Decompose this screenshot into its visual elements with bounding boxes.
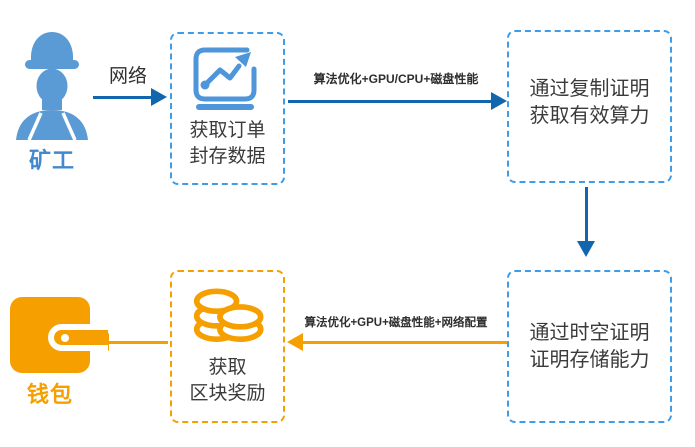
porep-box: 通过复制证明 获取有效算力 (507, 30, 672, 183)
miner-label: 矿工 (28, 148, 75, 173)
post-label-line1: 通过时空证明 (529, 321, 650, 344)
wallet-icon (10, 297, 108, 373)
post-to-reward-arrow-line (302, 341, 507, 344)
wallet-button-dot (61, 333, 69, 342)
orders-to-porep-edge-label: 算法优化+GPU/CPU+磁盘性能 (313, 72, 479, 86)
orders-to-porep-arrow-head-icon (491, 92, 507, 110)
reward-label-line2: 区块奖励 (189, 383, 266, 404)
network-edge-label: 网络 (108, 66, 147, 87)
reward-box: 获取 区块奖励 (170, 270, 285, 423)
porep-to-post-arrow-head-icon (577, 241, 595, 257)
wallet-slot-inner (54, 330, 108, 345)
wallet-label: 钱包 (26, 382, 73, 407)
post-label-line2: 证明存储能力 (529, 348, 650, 371)
coins-icon (193, 288, 264, 342)
line-chart-icon (193, 47, 256, 110)
post-box: 通过时空证明 证明存储能力 (507, 270, 672, 423)
orders-label-line1: 获取订单 (189, 120, 266, 141)
porep-label-line1: 通过复制证明 (529, 78, 650, 100)
porep-to-post-arrow-line (585, 187, 588, 241)
network-arrow-head-icon (151, 88, 167, 106)
orders-box: 获取订单 封存数据 (170, 32, 285, 185)
post-to-reward-arrow-head-icon (287, 333, 303, 351)
post-to-reward-edge-label: 算法优化+GPU+磁盘性能+网络配置 (304, 317, 488, 329)
miner-icon (16, 32, 88, 140)
reward-to-wallet-arrow-line (108, 341, 168, 344)
wallet-slot (48, 324, 108, 351)
orders-label-line2: 封存数据 (189, 146, 266, 167)
network-arrow-line (93, 96, 152, 99)
reward-label-line1: 获取 (208, 357, 247, 378)
porep-label-line2: 获取有效算力 (529, 105, 650, 127)
orders-to-porep-arrow-line (288, 100, 491, 103)
